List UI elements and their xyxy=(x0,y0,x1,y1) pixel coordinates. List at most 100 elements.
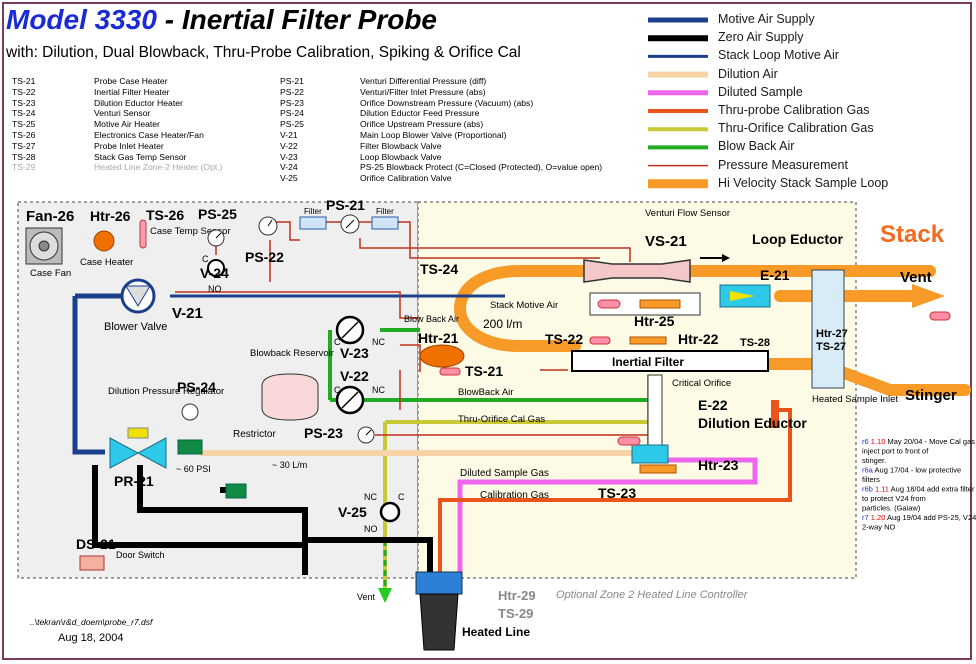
vent-heater xyxy=(929,311,951,321)
abbr-code: V-21 xyxy=(280,130,298,140)
filter-left xyxy=(299,216,327,230)
abbr-code: TS-29 xyxy=(12,162,36,173)
case-fan-label: Case Fan xyxy=(30,268,71,279)
abbr-code: TS-22 xyxy=(12,86,36,97)
dilution-regulator-label: Dilution Pressure Regulator xyxy=(108,386,224,397)
lpm-30-label: ~ 30 L/m xyxy=(272,460,307,470)
ts-22-label: TS-22 xyxy=(545,331,583,347)
v-25-valve xyxy=(379,501,401,523)
v-22-label: V-22 xyxy=(340,368,369,384)
abbr-desc: Venturi Differential Pressure (diff) xyxy=(360,76,487,86)
stinger-label: Stinger xyxy=(905,387,957,404)
v-25-c: C xyxy=(398,492,405,502)
abbr-desc: Heated Line Zone-2 Heater (Opt.) xyxy=(94,162,223,173)
abbr-code: TS-21 xyxy=(12,76,36,86)
revision-note-line: stinger. xyxy=(862,456,886,465)
htr-26-label: Htr-26 xyxy=(90,208,131,224)
revision-note-line: inject port to front of xyxy=(862,447,929,456)
diluted-sample-line xyxy=(457,457,758,575)
stack-label: Stack xyxy=(880,221,945,248)
revision-note-line: to protect V24 from xyxy=(862,494,926,503)
abbr-desc: Venturi/Filter Inlet Pressure (abs) xyxy=(360,86,486,97)
abbr-code: TS-23 xyxy=(12,97,36,108)
abbr-code: TS-24 xyxy=(12,108,36,119)
abbr-code: PS-25 xyxy=(280,119,304,130)
vent-down-arrow xyxy=(378,588,392,603)
fan-26-label: Fan-26 xyxy=(26,208,74,225)
abbr-code: V-24 xyxy=(280,162,298,173)
abbr-code: PS-23 xyxy=(280,97,304,108)
abbr-desc: Orifice Upstream Pressure (abs) xyxy=(360,119,484,130)
vent-bottom-label: Vent xyxy=(357,592,376,602)
ts-24-label: TS-24 xyxy=(420,261,458,277)
heated-line-label: Heated Line xyxy=(462,625,530,639)
abbr-desc: PS-25 Blowback Protect (C=Closed (Protec… xyxy=(360,162,603,173)
legend-label: Pressure Measurement xyxy=(718,157,848,172)
htr-21-heater xyxy=(419,344,465,368)
abbr-desc: Orifice Calibration Valve xyxy=(360,173,452,184)
dilution-eductor-label: Dilution Eductor xyxy=(698,415,807,431)
e-22-label: E-22 xyxy=(698,397,728,413)
page-title: Model 3330 - Inertial Filter Probe xyxy=(6,4,437,36)
ts-26-sensor xyxy=(139,219,147,249)
ts-23-label: TS-23 xyxy=(598,485,636,501)
abbr-code: TS-25 xyxy=(12,119,36,130)
abbr-desc: Dilution Eductor Heater xyxy=(94,97,183,108)
vs-21-label: VS-21 xyxy=(645,233,687,250)
v-22-nc: NC xyxy=(372,385,385,395)
blowback-air-label: BlowBack Air xyxy=(458,387,513,398)
abbr-desc: Electronics Case Heater/Fan xyxy=(94,130,204,140)
abbr-desc: Motive Air Heater xyxy=(94,119,160,130)
abbr-code: PS-22 xyxy=(280,86,304,97)
revision-note-line: r6 1.10 May 20/04 - Move Cal gas xyxy=(862,437,975,446)
abbr-code: V-25 xyxy=(280,173,298,184)
title-rest: - Inertial Filter Probe xyxy=(156,4,438,35)
abbr-desc: Probe Case Heater xyxy=(94,76,168,86)
abbr-desc: Inertial Filter Heater xyxy=(94,86,170,97)
v-25-no: NO xyxy=(364,524,378,534)
filter-right-label: Filter xyxy=(376,207,394,216)
v-22-c: C xyxy=(334,385,341,395)
revision-note-line: particles. (Gaiaw) xyxy=(862,504,921,513)
optional-zone-label: Optional Zone 2 Heated Line Controller xyxy=(556,589,749,601)
revision-note-line: r6b 1.11 Aug 18/04 add extra filter xyxy=(862,485,975,494)
heated-inlet-label: Heated Sample Inlet xyxy=(812,394,898,405)
loop-eductor-label: Loop Eductor xyxy=(752,231,844,247)
ps-24-gauge xyxy=(181,403,199,421)
footer-file: ..\tekran\r&d_doem\probe_r7.dsf xyxy=(30,617,154,627)
ps-24-label: PS-24 xyxy=(177,379,216,395)
inertial-filter-label: Inertial Filter xyxy=(612,355,684,369)
blower-valve-label: Blower Valve xyxy=(104,321,167,333)
e-21-label: E-21 xyxy=(760,267,790,283)
abbr-code: V-22 xyxy=(280,140,298,151)
door-switch-label: Door Switch xyxy=(116,550,165,560)
page-subtitle: with: Dilution, Dual Blowback, Thru-Prob… xyxy=(6,44,521,61)
vent-arrow xyxy=(912,284,945,308)
critical-orifice-label: Critical Orifice xyxy=(672,378,731,389)
abbr-desc: Probe Inlet Heater xyxy=(94,140,164,151)
ps-25-label: PS-25 xyxy=(198,206,237,222)
abbr-desc: Main Loop Blower Valve (Proportional) xyxy=(360,130,507,140)
abbr-desc: Venturi Sensor xyxy=(94,108,151,119)
filter-left-label: Filter xyxy=(304,207,322,216)
legend-label: Hi Velocity Stack Sample Loop xyxy=(718,175,889,190)
htr-29-label: Htr-29 xyxy=(498,588,536,603)
stack-motive-air-label: Stack Motive Air xyxy=(490,300,558,311)
dilution-eductor-e22 xyxy=(631,444,669,464)
diluted-sample-gas-label: Diluted Sample Gas xyxy=(460,468,549,479)
flow-200-label: 200 l/m xyxy=(483,317,522,331)
ts-28-label: TS-28 xyxy=(740,337,770,349)
abbr-desc: Filter Blowback Valve xyxy=(360,140,442,151)
calibration-gas-label: Calibration Gas xyxy=(480,490,549,501)
abbr-desc: Loop Blowback Valve xyxy=(360,151,442,162)
cal-gas-line xyxy=(438,408,792,575)
htr-26-heater xyxy=(93,230,115,252)
inertial-filter xyxy=(571,350,769,372)
heated-sample-inlet xyxy=(811,269,845,389)
fan-26 xyxy=(25,227,63,265)
revision-note-line: 2-way NO xyxy=(862,523,896,532)
heated-line-box xyxy=(415,571,463,595)
legend-label: Blow Back Air xyxy=(718,139,795,154)
abbr-code: TS-28 xyxy=(12,151,36,162)
